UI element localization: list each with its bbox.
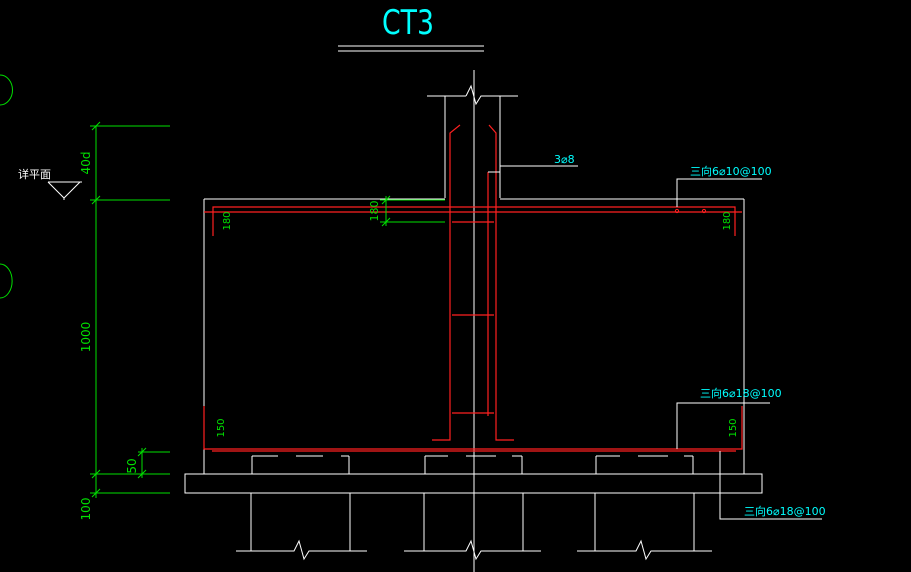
dim-left-bottom-150: 150	[216, 418, 227, 437]
label-top-rebar: 三向6⌀10@100	[690, 164, 772, 178]
drawing-title: CT3	[382, 3, 434, 43]
axis-bubble-left-1	[0, 74, 13, 106]
dim-cover-50: 50	[125, 458, 139, 473]
axis-bubble-left-2	[0, 263, 13, 299]
rebar	[203, 124, 743, 452]
column-outline	[427, 70, 518, 572]
dim-anchor-180: 180	[368, 201, 381, 222]
dim-cover-100: 100	[79, 498, 93, 521]
dim-left-top-180: 180	[222, 211, 233, 230]
rebar-dot-1	[674, 208, 680, 214]
label-column-bars: 3⌀8	[554, 153, 575, 166]
dim-right-top-180: 180	[722, 211, 733, 230]
dimension-lines	[90, 121, 445, 498]
label-bottom-rebar-low: 三向6⌀18@100	[744, 504, 826, 518]
dim-top-height: 40d	[79, 152, 93, 175]
rebar-dot-2	[701, 208, 707, 214]
dim-right-bottom-150: 150	[728, 418, 739, 437]
leader-lines	[488, 165, 822, 520]
piles	[236, 455, 712, 561]
dim-cap-height: 1000	[79, 322, 93, 353]
grade-symbol	[47, 181, 82, 200]
label-bottom-rebar-mid: 三向6⌀18@100	[700, 386, 782, 400]
grade-label: 详平面	[18, 167, 51, 181]
